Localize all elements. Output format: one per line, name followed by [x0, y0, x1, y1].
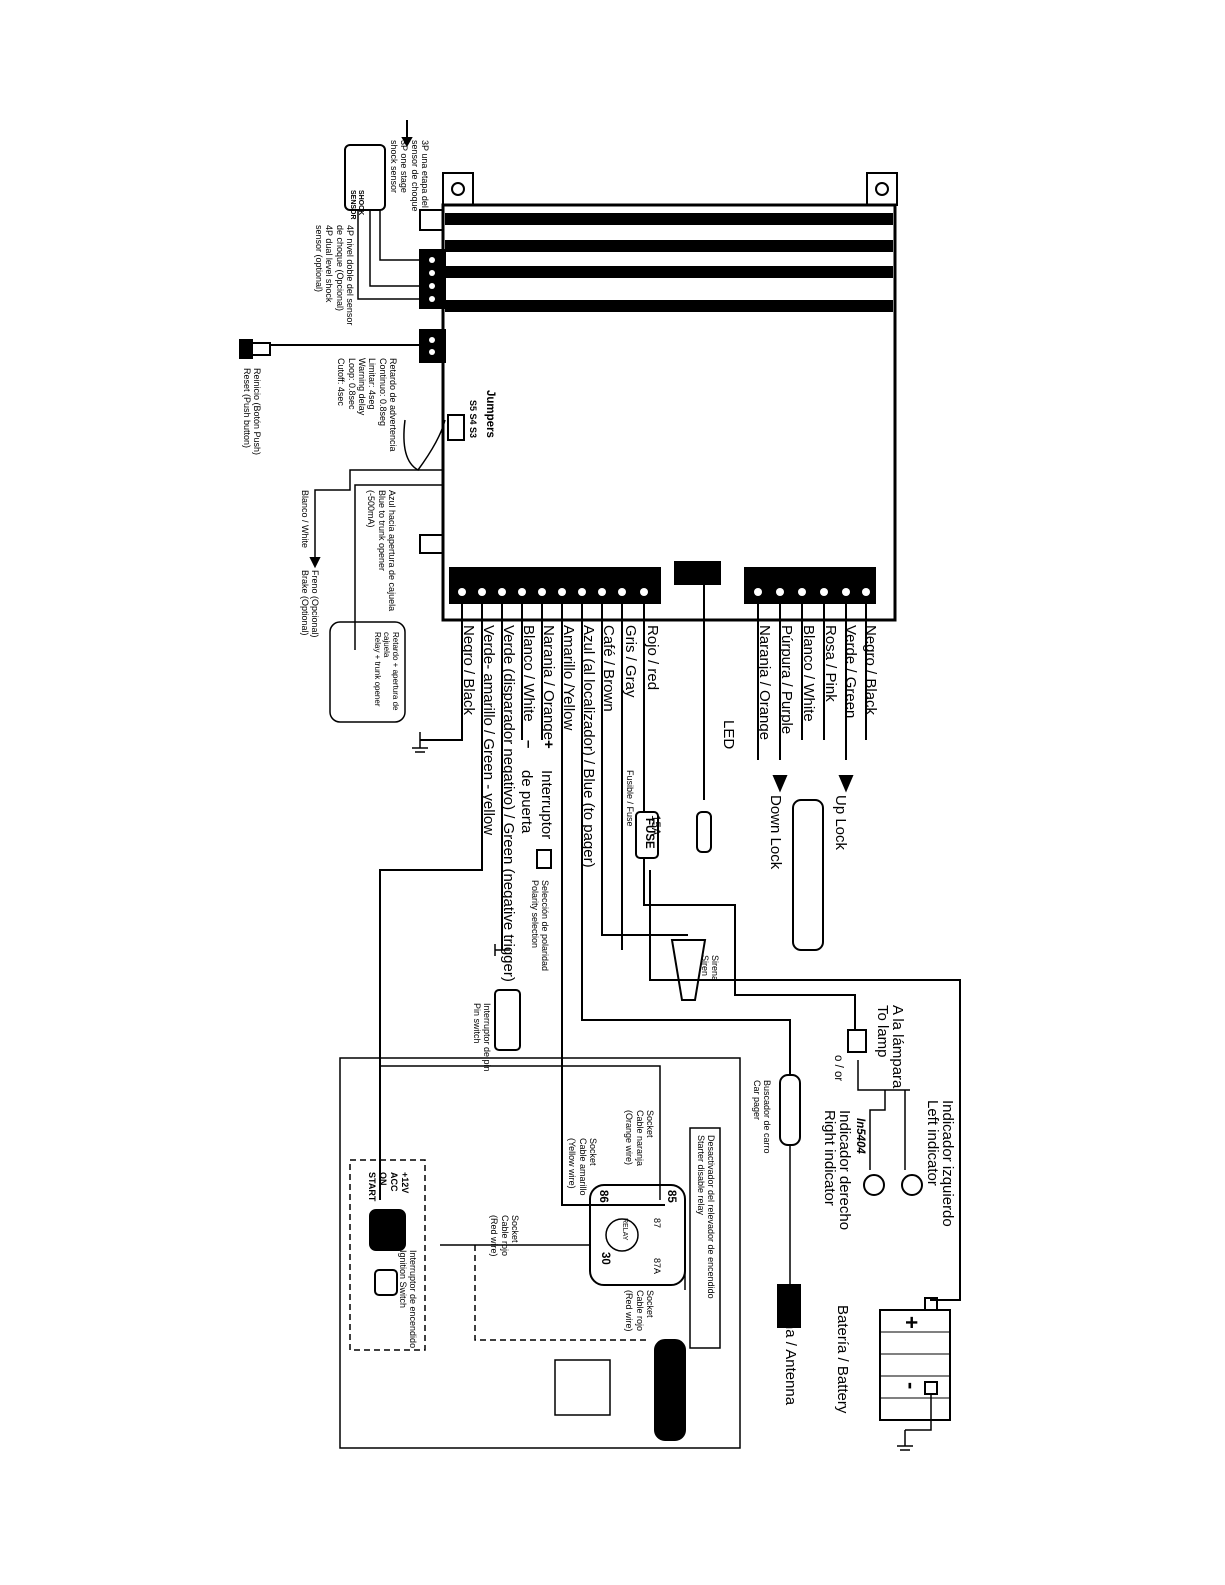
orange-socket-label: Socket Cable naranja (Orange wire) [624, 1110, 655, 1167]
jumper-block [447, 414, 465, 441]
left-indicator-bulb [901, 1174, 923, 1196]
antenna-label: Antena / Antenna [782, 1290, 799, 1406]
reset-label: Reinicio (Botón Push) Reset (Push button… [241, 368, 262, 456]
jumpers-labels: S5 S4 S3 [468, 400, 478, 439]
led-label: LED [720, 720, 737, 750]
trunk-white-label: Blanco / White [300, 490, 310, 549]
shock-sensor-label: SHOCK SENSOR [348, 190, 364, 220]
pin-switch [494, 989, 521, 1051]
lamp-or-label: o / or [832, 1055, 844, 1082]
ignition-terminal-12v: +12V [400, 1172, 410, 1194]
door-switch-label: Interruptor de puerta [518, 770, 556, 840]
red-socket-label: Socket Cable rojo (Red wire) [489, 1215, 520, 1257]
lamp-label: A la lámpara To lamp [874, 1005, 906, 1089]
wire-orange-label: Naranja / Orange [540, 625, 557, 741]
up-lock-label: Up Lock [832, 795, 849, 851]
reset-connector [419, 329, 446, 363]
door-lock-actuator [792, 799, 824, 951]
trunk-blue-label: Azul hacia apertura de cajuela Blue to t… [366, 490, 397, 612]
ignition-terminal-acc: ACC [389, 1172, 399, 1192]
start-solenoid-label: Inicio Solenoide Start Solenoid [663, 1348, 684, 1412]
starter-relay-title: Desactivador del relevador de encendido … [695, 1135, 716, 1299]
wire-black-label: Negro / Black [460, 625, 477, 716]
fuse [635, 811, 659, 859]
wire-yellow-label: Amarillo /Yellow [560, 625, 577, 731]
main-connector [449, 567, 661, 604]
pin-87a: 87A [652, 1258, 662, 1275]
wire-gray-label: Gris / Gray [622, 625, 639, 698]
ignition-terminal-start: START [367, 1172, 377, 1202]
wire-brown-label: Café / Brown [600, 625, 617, 712]
battery-minus: - [899, 1382, 924, 1390]
brake-label: Freno (Opcional) Brake (Optional) [299, 570, 320, 638]
pin-30: 30 [599, 1252, 611, 1265]
ignition-switch-label: Interruptor de encendido Ignition Switch [397, 1250, 418, 1349]
jumpers-title: Jumpers [484, 390, 496, 438]
relay-word: RELAY [621, 1218, 628, 1241]
yellow-socket-label: Socket Cable amarillo (Yellow wire) [567, 1138, 598, 1196]
pager-label: Buscador de carro Car pager [751, 1080, 772, 1154]
led-connector [674, 561, 721, 585]
relay-trunk-box [329, 621, 406, 723]
antenna [777, 1284, 801, 1328]
siren-label: Sirena Siren [699, 955, 720, 982]
module-mount-right [866, 172, 898, 206]
red-socket-label-2: Socket Cable rojo (Red wire) [624, 1290, 655, 1332]
wire-purple-label: Púrpura / Purple [778, 625, 795, 735]
fuse-box-label: FUSE [643, 818, 655, 849]
ignition-switch-area [349, 1159, 426, 1351]
pin-switch-label: Interruptor de pin Pin switch [471, 1003, 492, 1072]
door-minus: – [520, 740, 537, 749]
wire-green-lock-label: Verde / Green [842, 625, 859, 719]
fuse-label: Fusible / Fuse [625, 770, 635, 827]
wire-green-trigger-label: Verde (disparador negativo) / Green (neg… [500, 625, 517, 982]
pin-86: 86 [597, 1190, 609, 1203]
lock-connector [744, 567, 876, 604]
starter-relay-area [339, 1057, 741, 1449]
relay-trunk-label: Retardo + apertura de cajuela Relay + tr… [372, 632, 400, 711]
relay-coil [605, 1218, 639, 1252]
battery [879, 1309, 951, 1421]
battery-label: Batería / Battery [834, 1305, 851, 1414]
starter-box [554, 1359, 611, 1416]
wire-white-label: Blanco / White [520, 625, 537, 722]
sensor-4p-label: 4P nivel doble del sensor de choque (Opc… [313, 225, 355, 326]
battery-plus: + [899, 1316, 924, 1329]
wire-black-lock-label: Negro / Black [862, 625, 879, 716]
door-plus: + [540, 740, 557, 749]
wire-white-lock-label: Blanco / White [800, 625, 817, 722]
wire-pink-label: Rosa / Pink [822, 625, 839, 702]
pin-85: 85 [665, 1190, 677, 1203]
relay [589, 1184, 686, 1286]
wire-red-label: Rojo / red [644, 625, 661, 691]
ignition-terminal-on: ON [378, 1172, 388, 1186]
starter-relay-title-box [689, 1127, 721, 1349]
wire-green-yellow-label: Verde- amarillo / Green - yellow [480, 625, 497, 836]
lamp-icon [847, 1029, 867, 1053]
right-indicator-bulb [863, 1174, 885, 1196]
left-indicator-label: Indicador izquierdo Left indicator [924, 1100, 956, 1227]
shock-sensor [344, 144, 386, 211]
diode-label: In5404 [854, 1118, 866, 1154]
led-bulb [696, 811, 712, 853]
right-indicator-label: Indicador derecho Right indicator [821, 1110, 853, 1231]
reset-button [239, 339, 253, 359]
polarity-label: Selección de polaridad Polarity selectio… [529, 880, 550, 972]
pin-87: 87 [652, 1218, 662, 1229]
warning-delay-label: Retardo de advertencia Continuo: 0.8seg … [336, 358, 398, 452]
start-solenoid [654, 1339, 686, 1441]
siren [670, 939, 707, 1001]
wire-blue-pager-label: Azul (al localizador) / Blue (to pager) [580, 625, 597, 868]
module-mount-left [442, 172, 474, 206]
sensor-3p-label: 3P una etapa del sensor de choque 3P one… [388, 140, 430, 212]
wire-orange-lock-label: Naranja / Orange [756, 625, 773, 741]
car-pager [779, 1074, 801, 1146]
down-lock-label: Down Lock [767, 795, 784, 870]
ignition-switch [369, 1209, 406, 1251]
